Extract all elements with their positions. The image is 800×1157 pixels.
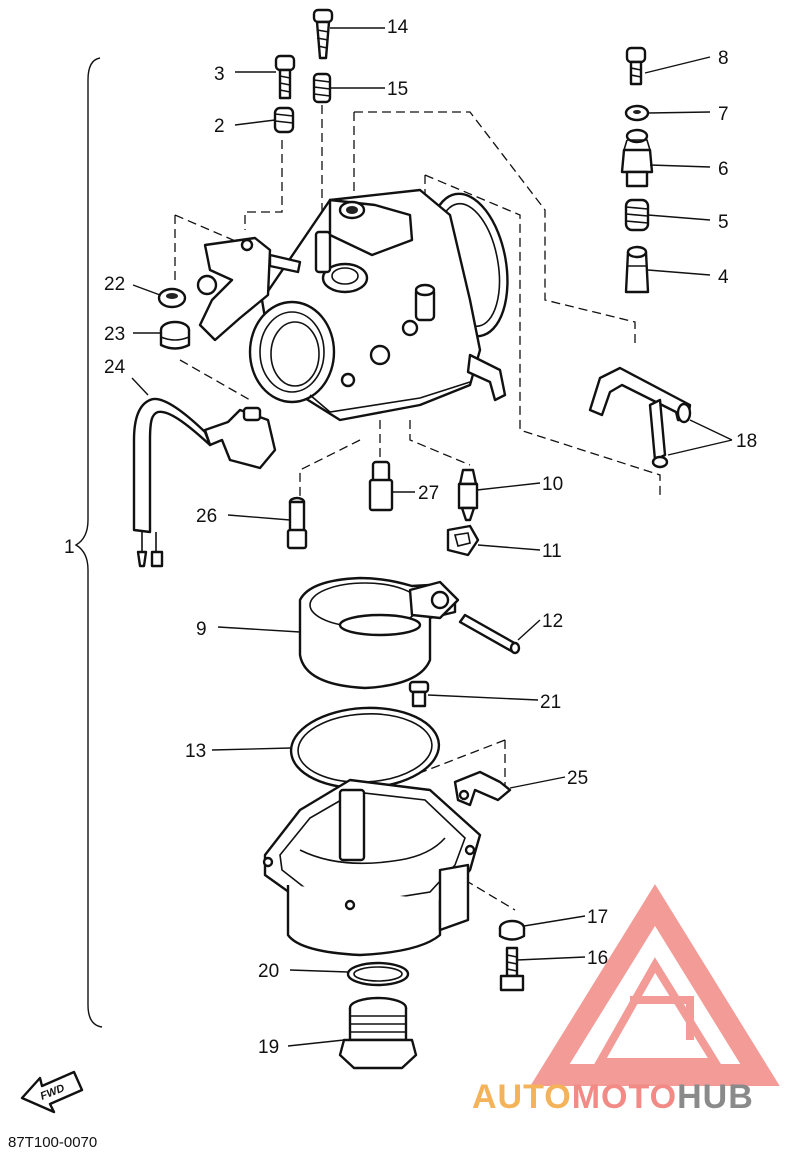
part-8-screw (625, 46, 647, 86)
part-19-drain-plug (338, 996, 418, 1070)
part-13-gasket (289, 706, 441, 790)
callout-22: 22 (104, 274, 125, 295)
callout-21: 21 (540, 692, 561, 713)
watermark-hub: HUB (677, 1078, 754, 1116)
callout-27: 27 (418, 483, 439, 504)
part-4-plunger (624, 245, 650, 294)
diagram-reference-code: 87T100-0070 (8, 1134, 97, 1151)
part-21-screw (408, 680, 430, 708)
callout-1: 1 (64, 537, 75, 558)
part-14-pilot-screw (312, 8, 334, 60)
part-26-jet (286, 496, 308, 550)
callout-26: 26 (196, 506, 217, 527)
callout-24: 24 (104, 357, 126, 378)
callout-4: 4 (718, 267, 729, 288)
callout-numbers: 1 2 3 4 5 6 7 8 9 10 11 12 13 14 15 16 1… (64, 17, 757, 1058)
part-27-jet (368, 460, 394, 512)
callout-15: 15 (387, 79, 408, 100)
part-23-spring (159, 320, 191, 350)
part-20-ring (346, 961, 410, 987)
carburetor-body (196, 188, 509, 422)
part-9-float (298, 576, 460, 690)
part-6-adjuster (620, 128, 654, 188)
callout-3: 3 (214, 64, 225, 85)
callout-16: 16 (587, 948, 608, 969)
callout-7: 7 (718, 104, 729, 125)
callout-18: 18 (736, 431, 757, 452)
part-25-bracket (453, 770, 512, 807)
assembly-bracket (74, 57, 103, 1028)
part-2-spring (273, 106, 295, 134)
callout-9: 9 (196, 619, 207, 640)
part-5-spring (624, 198, 650, 232)
forward-direction-arrow: FWD (20, 1070, 84, 1114)
watermark-auto: AUTO (472, 1078, 572, 1116)
watermark-logo: AUTOMOTOHUB (472, 1078, 754, 1116)
callout-12: 12 (542, 611, 563, 632)
callout-25: 25 (567, 768, 588, 789)
callout-17: 17 (587, 907, 608, 928)
callout-2: 2 (214, 116, 225, 137)
svg-text:AUTOMOTOHUB: AUTOMOTOHUB (472, 1078, 754, 1116)
part-10-needle-valve (457, 468, 479, 522)
callout-13: 13 (185, 741, 206, 762)
callout-8: 8 (718, 48, 729, 69)
part-22-washer (157, 287, 187, 309)
callout-14: 14 (387, 17, 409, 38)
part-17-washer (498, 919, 526, 941)
callout-5: 5 (718, 212, 729, 233)
part-24-sensor (132, 397, 277, 568)
callout-6: 6 (718, 159, 729, 180)
callout-23: 23 (104, 324, 125, 345)
watermark-moto: MOTO (572, 1078, 677, 1116)
part-3-screw (274, 54, 296, 100)
leader-lines (131, 27, 733, 1047)
part-12-pin (458, 613, 521, 655)
callout-10: 10 (542, 474, 563, 495)
part-18-hose (588, 366, 692, 469)
part-11-clip (446, 524, 480, 557)
watermark-triangle (530, 884, 780, 1086)
callout-11: 11 (542, 541, 562, 562)
callout-20: 20 (258, 961, 279, 982)
float-bowl (262, 778, 482, 957)
part-7-nut (624, 104, 650, 122)
part-15-spring (312, 72, 332, 104)
part-16-bolt (499, 946, 525, 992)
callout-19: 19 (258, 1037, 279, 1058)
